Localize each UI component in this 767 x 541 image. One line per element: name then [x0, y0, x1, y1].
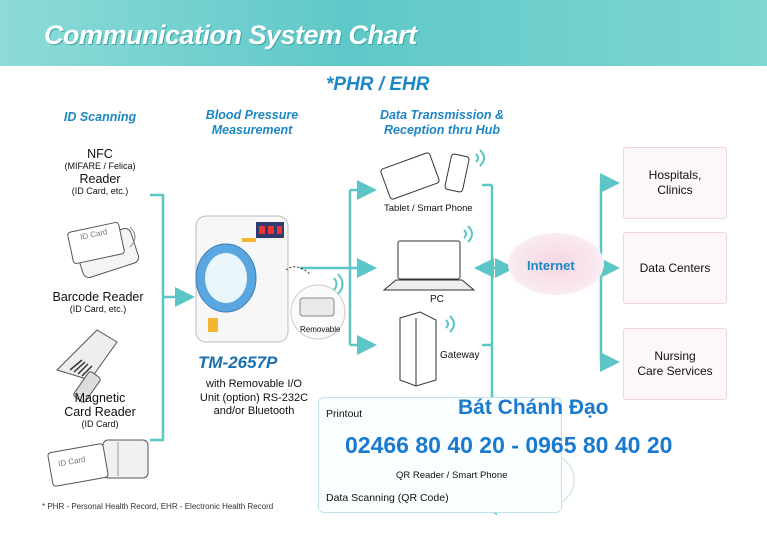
destination-nursing-line1: Nursing	[654, 349, 696, 363]
header-banner	[0, 0, 767, 66]
tablet-phone-icon	[380, 149, 485, 200]
barcode-title: Barcode Reader	[52, 290, 144, 304]
nfc-reader-icon	[67, 222, 140, 279]
destination-data-centers: Data Centers	[623, 232, 727, 304]
gateway-label: Gateway	[440, 350, 480, 361]
data-scanning-box	[318, 397, 562, 513]
nfc-title-line2: Reader	[79, 172, 121, 186]
tablet-phone-label: Tablet / Smart Phone	[384, 203, 473, 214]
id-to-bp-connectors	[150, 193, 195, 442]
bp-to-hub-connectors	[300, 180, 377, 355]
nfc-title: NFC	[87, 147, 113, 161]
data-transmission-heading: Data Transmission & Reception thru Hub	[366, 108, 518, 138]
nfc-reader-label: NFC (MIFARE / Felica) Reader (ID Card, e…	[40, 147, 160, 197]
gateway-icon	[399, 311, 455, 387]
chart-title: Communication System Chart	[44, 20, 417, 50]
bp-heading-line1: Blood Pressure	[205, 108, 299, 122]
printout-label: Printout	[326, 408, 363, 420]
qr-reader-label: QR Reader / Smart Phone	[396, 470, 508, 481]
model-desc-line2: Unit (option) RS-232C	[199, 391, 309, 404]
dt-heading-line1: Data Transmission &	[379, 108, 505, 122]
destination-hospitals: Hospitals,Clinics	[623, 147, 727, 219]
nfc-subtitle: (MIFARE / Felica)	[64, 161, 136, 171]
destination-data-centers-label: Data Centers	[639, 260, 711, 275]
id-scanning-heading: ID Scanning	[63, 110, 137, 124]
model-description: with Removable I/O Unit (option) RS-232C…	[196, 378, 312, 419]
model-desc-line1: with Removable I/O	[206, 378, 302, 390]
magnetic-title-line1: Magnetic	[74, 391, 126, 405]
magnetic-reader-label: Magnetic Card Reader (ID Card)	[40, 391, 160, 430]
model-desc-line3: and/or Bluetooth	[213, 405, 295, 417]
bp-monitor-icon	[195, 215, 289, 343]
destination-hospitals-line2: Clinics	[657, 183, 693, 197]
dt-heading-line2: Reception thru Hub	[384, 123, 500, 137]
nfc-card-note: (ID Card, etc.)	[71, 186, 129, 196]
bp-heading-line2: Measurement	[211, 123, 293, 137]
barcode-subtitle: (ID Card, etc.)	[69, 304, 127, 314]
internet-globe	[508, 233, 604, 295]
data-scanning-title: Data Scanning (QR Code)	[326, 492, 449, 504]
barcode-reader-label: Barcode Reader (ID Card, etc.)	[36, 290, 160, 315]
removable-io-unit	[285, 266, 346, 340]
bp-measurement-heading: Blood Pressure Measurement	[196, 108, 308, 138]
phr-ehr-title: *PHR / EHR	[326, 74, 430, 95]
magnetic-subtitle: (ID Card)	[81, 419, 119, 429]
removable-label: Removable	[300, 325, 341, 334]
model-name: TM-2657P	[198, 353, 278, 372]
magnetic-reader-icon	[47, 439, 149, 487]
magnetic-title-line2: Card Reader	[64, 405, 136, 419]
footnote: * PHR - Personal Health Record, EHR - El…	[42, 502, 274, 511]
watermark-phone-numbers: 02466 80 40 20 - 0965 80 40 20	[345, 432, 673, 458]
destination-nursing-line2: Care Services	[637, 364, 713, 378]
internet-label: Internet	[527, 258, 575, 273]
destination-hospitals-line1: Hospitals,	[648, 168, 702, 182]
pc-label: PC	[430, 294, 444, 305]
laptop-icon	[382, 225, 476, 291]
watermark-company-name: Bát Chánh Đạo	[458, 396, 609, 419]
barcode-reader-icon	[56, 329, 118, 403]
